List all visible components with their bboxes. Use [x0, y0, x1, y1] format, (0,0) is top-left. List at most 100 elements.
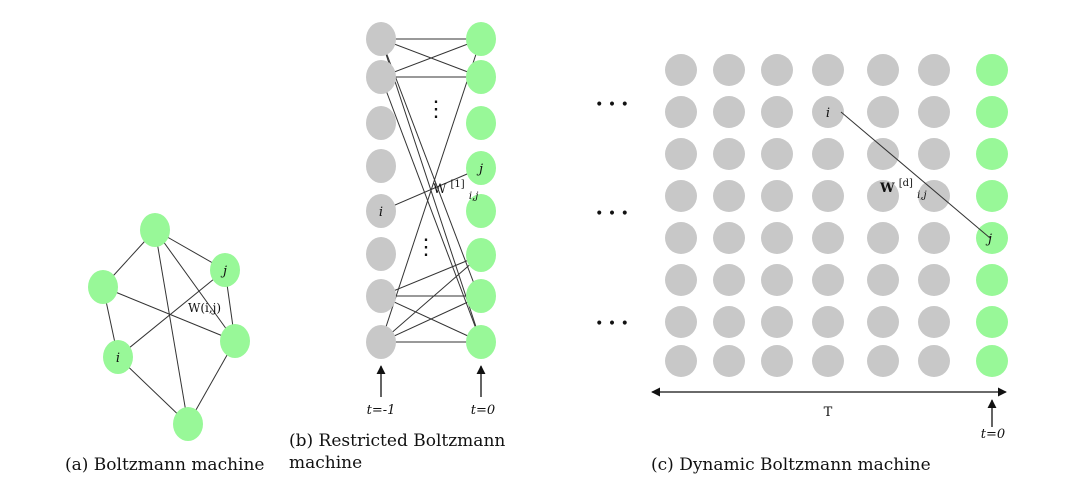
hidden-node [665, 138, 697, 170]
hidden-node [812, 180, 844, 212]
hidden-node [867, 306, 899, 338]
panel-b-hidden-column [366, 22, 396, 359]
panel-c-node-grid [665, 54, 1008, 377]
edge [380, 295, 482, 343]
hidden-node [918, 96, 950, 128]
hidden-node [366, 60, 396, 94]
hidden-node [366, 106, 396, 140]
visible-node [976, 306, 1008, 338]
hidden-node [665, 264, 697, 296]
hidden-node [918, 54, 950, 86]
hidden-node [867, 345, 899, 377]
horizontal-ellipsis: • • • [595, 206, 629, 222]
visible-node [173, 407, 203, 441]
visible-node [466, 279, 496, 313]
hidden-node [713, 96, 745, 128]
horizontal-ellipsis: • • • [595, 97, 629, 113]
hidden-node [713, 222, 745, 254]
visible-node [976, 138, 1008, 170]
visible-node [976, 180, 1008, 212]
node-j-label: j [476, 162, 483, 177]
hidden-node [665, 306, 697, 338]
hidden-node [665, 222, 697, 254]
visible-node-j [210, 253, 240, 287]
hidden-node [366, 325, 396, 359]
hidden-node [867, 96, 899, 128]
panel-a-boltzmann-machine: i j W(i,j) [88, 213, 250, 441]
hidden-node [812, 264, 844, 296]
hidden-node [761, 96, 793, 128]
hidden-node [366, 279, 396, 313]
hidden-node [713, 264, 745, 296]
weight-label: W [d] i,j [879, 175, 927, 201]
weight-base: W [433, 182, 447, 197]
axis-label-t-0: t=0 [471, 403, 495, 418]
edge [117, 356, 189, 425]
panel-a-nodes [88, 213, 250, 441]
hidden-node [761, 306, 793, 338]
panel-b-restricted-boltzmann-machine: ⋮ ⋮ i j W [1] i,j t=-1 t=0 [366, 22, 496, 418]
hidden-node [665, 180, 697, 212]
edge [154, 229, 189, 425]
edge [380, 38, 482, 78]
hidden-node [918, 222, 950, 254]
hidden-node [761, 264, 793, 296]
visible-node [466, 22, 496, 56]
visible-node [466, 194, 496, 228]
caption-a: (a) Boltzmann machine [65, 455, 265, 475]
hidden-node [918, 138, 950, 170]
visible-node [466, 60, 496, 94]
edge [154, 229, 236, 342]
visible-node-i [103, 340, 133, 374]
weight-label: W(i,j) [188, 301, 221, 315]
hidden-node [761, 180, 793, 212]
hidden-node [812, 345, 844, 377]
edge [380, 254, 482, 343]
node-j-label: j [985, 232, 992, 247]
visible-node [976, 54, 1008, 86]
hidden-node [665, 54, 697, 86]
hidden-node [867, 180, 899, 212]
visible-node [466, 238, 496, 272]
axis-label-t-0: t=0 [981, 427, 1005, 442]
weight-superscript: [d] [899, 178, 913, 189]
visible-node-j [976, 222, 1008, 254]
vertical-ellipsis: ⋮ [415, 235, 437, 260]
panel-c-dynamic-boltzmann-machine: • • • • • • • • • i j W [d] i,j T t=0 [595, 54, 1008, 442]
visible-node [88, 270, 118, 304]
hidden-node [918, 306, 950, 338]
hidden-node [761, 222, 793, 254]
hidden-node [713, 180, 745, 212]
node-i-label: i [826, 106, 830, 121]
weight-subscript: i,j [469, 191, 478, 202]
hidden-node [867, 54, 899, 86]
panel-b-visible-column [466, 22, 496, 359]
hidden-node [867, 264, 899, 296]
edge [102, 286, 236, 342]
hidden-node [665, 345, 697, 377]
visible-node [220, 324, 250, 358]
weight-superscript: [1] [451, 179, 465, 190]
axis-label-t-minus-1: t=-1 [367, 403, 396, 418]
hidden-node [812, 222, 844, 254]
panel-b-edges [380, 38, 482, 343]
visible-node [976, 264, 1008, 296]
hidden-node-i [366, 194, 396, 228]
hidden-node [867, 222, 899, 254]
edge-i-j [840, 111, 991, 239]
weight-subscript: i,j [917, 190, 926, 201]
hidden-node-i [812, 96, 844, 128]
weight-base: W [879, 181, 895, 196]
edge [380, 76, 482, 343]
hidden-node [713, 138, 745, 170]
visible-node [466, 325, 496, 359]
edge-i-j [380, 167, 482, 212]
horizontal-ellipsis: • • • [595, 316, 629, 332]
hidden-node [812, 306, 844, 338]
visible-node [976, 96, 1008, 128]
hidden-node [918, 345, 950, 377]
visible-node-j [466, 151, 496, 185]
hidden-node [761, 345, 793, 377]
vertical-ellipsis: ⋮ [425, 97, 447, 122]
edge [380, 38, 482, 303]
